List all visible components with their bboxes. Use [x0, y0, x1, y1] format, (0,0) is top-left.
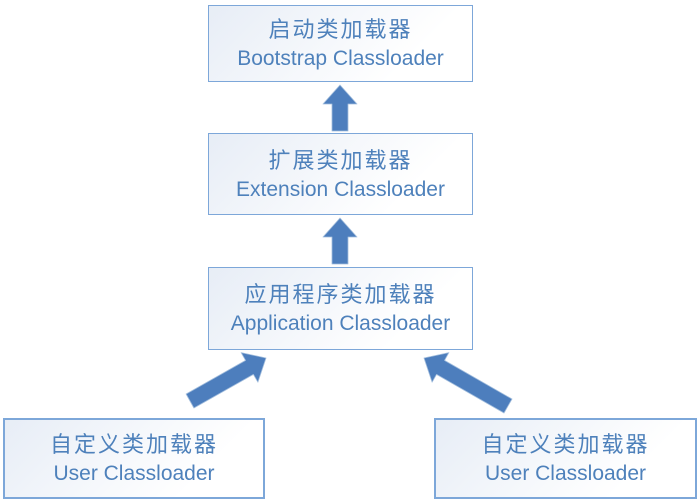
- node-application-classloader: 应用程序类加载器 Application Classloader: [208, 267, 473, 350]
- arrow-application-to-extension: [322, 217, 358, 265]
- node-bootstrap-classloader: 启动类加载器 Bootstrap Classloader: [208, 5, 473, 82]
- node-label-zh: 启动类加载器: [268, 17, 413, 42]
- node-label-en: Bootstrap Classloader: [237, 47, 444, 70]
- node-label-zh: 应用程序类加载器: [244, 282, 437, 307]
- node-label-en: Application Classloader: [230, 312, 451, 335]
- node-user-classloader-left: 自定义类加载器 User Classloader: [3, 418, 265, 499]
- node-label-en: User Classloader: [53, 462, 215, 485]
- node-label-en: Extension Classloader: [236, 177, 445, 201]
- node-label-en: User Classloader: [484, 462, 647, 485]
- node-user-classloader-right: 自定义类加载器 User Classloader: [434, 418, 697, 499]
- node-label-zh: 自定义类加载器: [481, 432, 650, 457]
- arrow-user-right-to-application: [423, 352, 513, 414]
- node-label-zh: 自定义类加载器: [49, 432, 218, 457]
- node-label-zh: 扩展类加载器: [268, 147, 413, 173]
- arrow-user-left-to-application: [185, 352, 267, 409]
- arrow-extension-to-bootstrap: [322, 84, 358, 132]
- node-extension-classloader: 扩展类加载器 Extension Classloader: [208, 133, 473, 215]
